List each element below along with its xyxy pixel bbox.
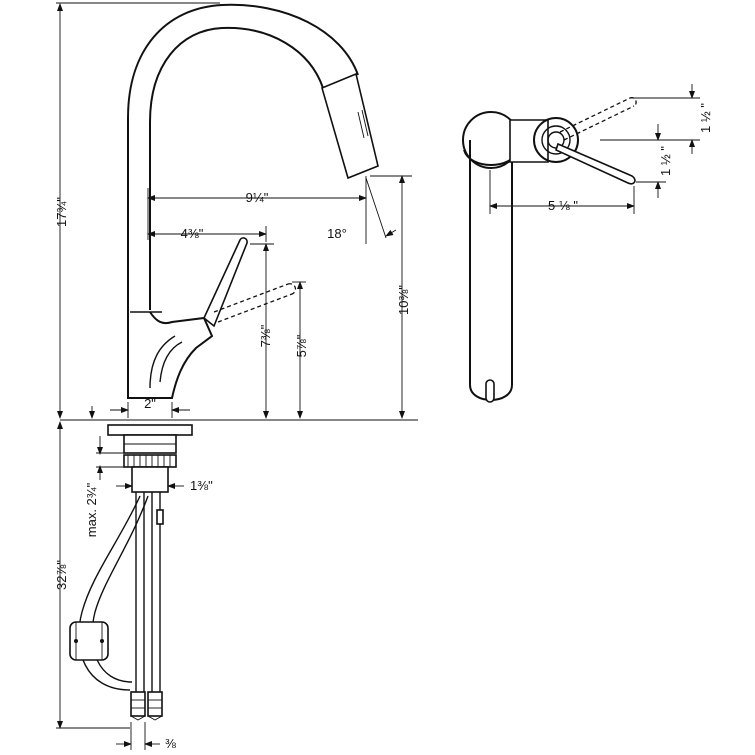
- label-top-offset-a: 1 ½ ": [698, 103, 713, 133]
- label-top-reach: 5 ⅛ ": [548, 198, 578, 213]
- label-total-height: 17¾": [54, 197, 69, 227]
- top-handle-base: [533, 117, 579, 163]
- top-spout: [469, 140, 513, 401]
- top-lever: [555, 142, 636, 185]
- label-max-deck-thickness: max. 2¾": [84, 482, 99, 537]
- label-handle-height: 7⅜": [258, 324, 273, 347]
- label-shank-diameter: 1⅜": [190, 478, 213, 493]
- lever-handle: [203, 237, 248, 328]
- label-supply-connection: ⅜: [165, 736, 176, 751]
- label-handle-height-alt: 5⅞": [294, 334, 309, 357]
- hose-weight: [69, 621, 109, 661]
- pulldown-hose: [78, 495, 141, 691]
- supply-connectors: [130, 691, 163, 721]
- deck-base: [107, 424, 193, 436]
- side-view-dimensions: [56, 2, 412, 750]
- top-body: [509, 119, 549, 163]
- label-handle-reach: 4⅜": [181, 226, 204, 241]
- lever-handle-alt: [213, 283, 297, 323]
- label-top-offset-b: 1 ½ ": [658, 146, 673, 176]
- angle-line: [365, 177, 387, 239]
- faucet-side-view: [60, 3, 418, 721]
- label-outlet-height: 10⅜": [396, 285, 411, 315]
- faucet-top-view: [462, 97, 637, 403]
- label-spray-angle: 18°: [327, 226, 347, 241]
- threaded-shank: [131, 466, 169, 493]
- spout-inner: [149, 26, 324, 310]
- label-below-deck-length: 32⅞": [54, 560, 69, 590]
- label-spout-reach: 9¼": [246, 190, 269, 205]
- top-spray-slot: [485, 379, 495, 403]
- top-lever-alt: [559, 97, 637, 141]
- top-view-dimensions: [489, 84, 700, 214]
- mounting-nut: [123, 454, 177, 468]
- spout-outer: [127, 3, 359, 398]
- label-base-diameter: 2": [144, 396, 156, 411]
- spray-head: [321, 72, 379, 180]
- body-lower: [127, 311, 214, 399]
